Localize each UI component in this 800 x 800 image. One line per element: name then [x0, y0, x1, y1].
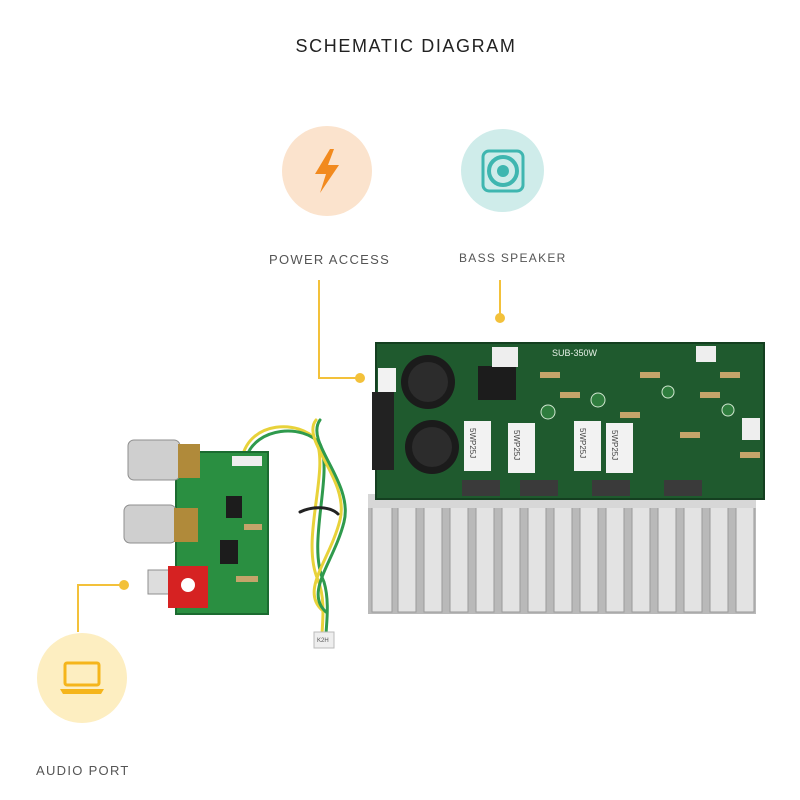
transistor — [520, 480, 558, 496]
relay — [478, 366, 516, 400]
lightning-bolt-icon — [315, 149, 339, 193]
laptop-icon — [60, 661, 104, 694]
bass-callout-dot — [495, 313, 505, 323]
volume-knob — [127, 439, 181, 481]
power-access-label: POWER ACCESS — [269, 252, 391, 267]
callout-lines — [77, 280, 501, 632]
power-resistor — [508, 423, 535, 473]
bridge-rectifier — [372, 392, 394, 470]
transistor — [592, 480, 630, 496]
resistor-mark: 5WP25J — [512, 430, 521, 460]
power-connector — [378, 368, 396, 392]
resistor-mark: 5WP25J — [610, 430, 619, 460]
input-connector — [742, 418, 760, 440]
resistor-mark: 5WP25J — [468, 428, 477, 458]
bass-speaker-badge — [461, 129, 544, 212]
page-title: SCHEMATIC DIAGRAM — [295, 36, 517, 56]
board-model-text: SUB-350W — [552, 348, 598, 358]
resistor-mark: 5WP25J — [578, 428, 587, 458]
audio-port-badge — [37, 633, 127, 723]
speaker-icon — [481, 149, 524, 192]
audio-port-label: AUDIO PORT — [36, 763, 130, 778]
power-callout-line — [318, 280, 360, 379]
power-access-badge — [282, 126, 372, 216]
bass-speaker-label: BASS SPEAKER — [459, 251, 567, 265]
speaker-connector — [492, 347, 518, 367]
power-resistor — [606, 423, 633, 473]
amplifier-board: SUB-350W 5WP25J 5WP25J 5WP25J 5WP25J — [372, 342, 765, 500]
power-resistor — [464, 421, 491, 471]
transistor — [664, 480, 702, 496]
bass-knob — [123, 504, 177, 544]
audio-callout-line — [77, 584, 124, 632]
power-callout-dot — [355, 373, 365, 383]
wire-connector-text: K2H — [317, 638, 329, 644]
heatsink — [368, 494, 756, 614]
audio-callout-dot — [119, 580, 129, 590]
transistor — [462, 480, 500, 496]
power-resistor — [574, 421, 601, 471]
wire-connector — [313, 631, 335, 649]
preamp-board — [123, 439, 269, 615]
